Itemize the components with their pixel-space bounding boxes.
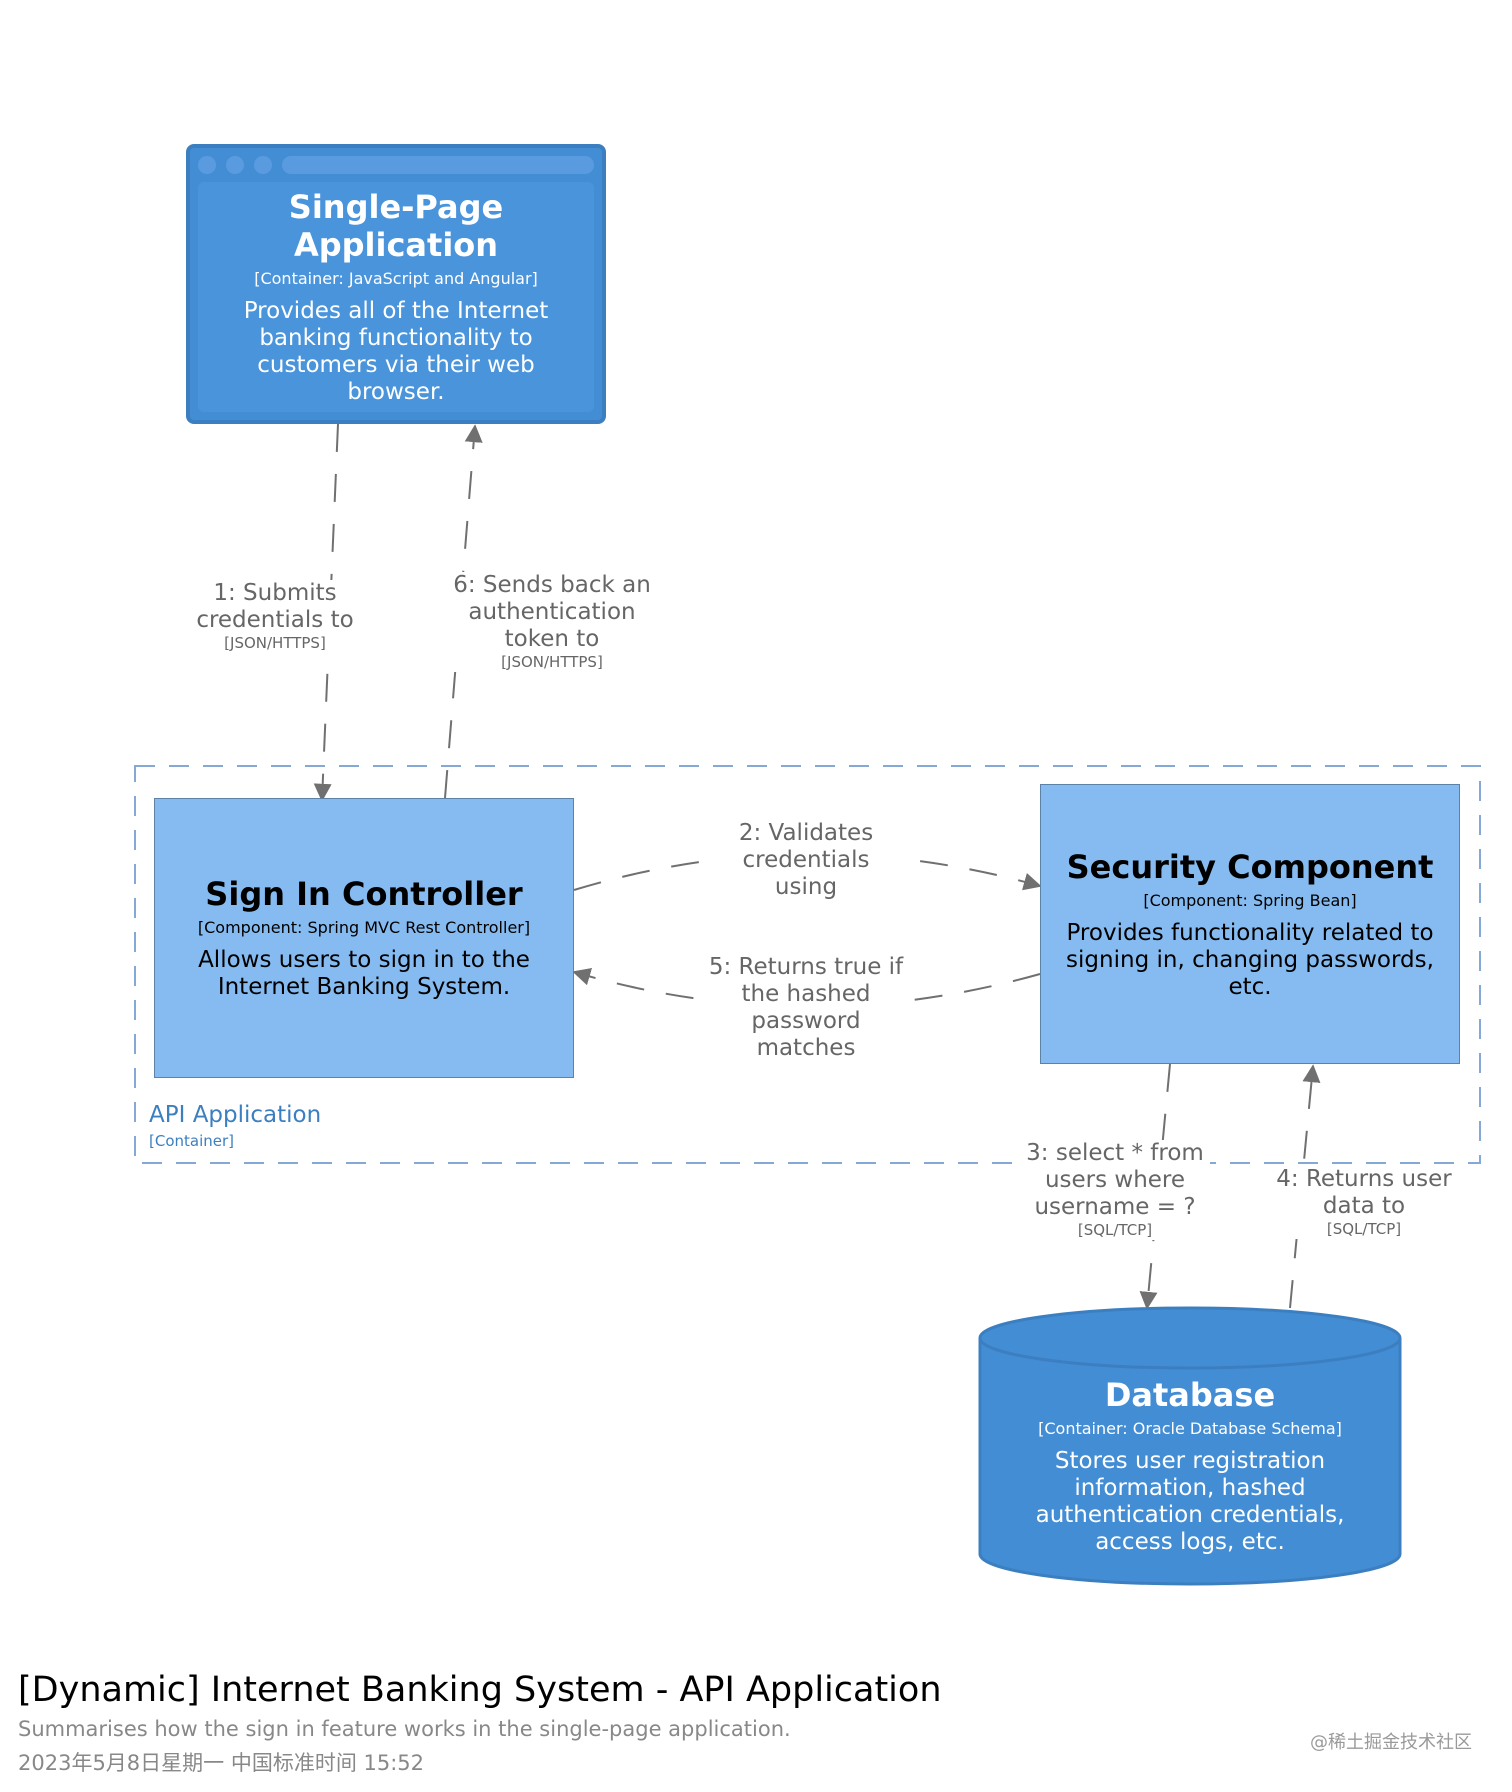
relation-4-text: 4: Returns user data to [1276, 1166, 1452, 1219]
boundary-type: [Container] [149, 1132, 235, 1150]
relation-3-tech: [SQL/TCP] [1077, 1221, 1153, 1239]
database-description: Stores user registration information, ha… [1035, 1448, 1345, 1555]
relation-3-text: 3: select * from users where username = … [1026, 1140, 1204, 1220]
watermark: @稀土掘金技术社区 [1310, 1732, 1472, 1753]
arrow-2-validates-credentials [573, 853, 1042, 891]
relation-label-1: 1: Submits credentials to [JSON/HTTPS] [180, 580, 370, 653]
signin-description: Allows users to sign in to the Internet … [198, 947, 530, 1000]
database: Database [Container: Oracle Database Sch… [992, 1376, 1388, 1556]
relation-1-tech: [JSON/HTTPS] [224, 634, 326, 652]
api-application-boundary [134, 765, 1481, 1164]
diagram-description: Summarises how the sign in feature works… [18, 1717, 791, 1741]
relation-5-text: 5: Returns true if the hashed password m… [708, 954, 904, 1061]
browser-address-bar [282, 156, 594, 174]
signin-tech: [Component: Spring MVC Rest Controller] [197, 918, 531, 937]
diagram-title: [Dynamic] Internet Banking System - API … [18, 1670, 942, 1710]
single-page-application-frame [186, 144, 606, 424]
security-description: Provides functionality related to signin… [1066, 919, 1434, 1000]
browser-content-area [198, 182, 594, 412]
relation-4-tech: [SQL/TCP] [1326, 1220, 1402, 1238]
arrow-1-submits-credentials [313, 423, 339, 802]
relation-label-4: 4: Returns user data to [SQL/TCP] [1276, 1166, 1452, 1239]
browser-dot-icon [226, 156, 244, 174]
browser-dot-icon [198, 156, 216, 174]
relation-label-5: 5: Returns true if the hashed password m… [708, 954, 904, 1062]
relation-6-tech: [JSON/HTTPS] [501, 653, 603, 671]
spa-description: Provides all of the Internet banking fun… [243, 298, 549, 405]
arrow-5-returns-true [572, 967, 1041, 1008]
signin-title: Sign In Controller [205, 875, 523, 913]
relation-6-text: 6: Sends back an authentication token to [453, 572, 651, 652]
arrow-6-sends-token [444, 424, 483, 799]
database-title: Database [1104, 1376, 1276, 1414]
single-page-application: Single-Page Application [Container: Java… [194, 178, 598, 416]
boundary-name: API Application [149, 1102, 322, 1128]
browser-dot-icon [254, 156, 272, 174]
database-cylinder [978, 1306, 1402, 1586]
security-title: Security Component [1066, 847, 1434, 886]
relation-1-text: 1: Submits credentials to [196, 580, 354, 633]
relation-label-3: 3: select * from users where username = … [1020, 1140, 1210, 1240]
spa-title: Single-Page Application [288, 188, 504, 264]
sign-in-controller: Sign In Controller [Component: Spring MV… [154, 798, 574, 1078]
security-tech: [Component: Spring Bean] [1143, 890, 1357, 910]
relation-label-2: 2: Validates credentials using [708, 820, 904, 901]
spa-tech: [Container: JavaScript and Angular] [254, 269, 538, 288]
database-tech: [Container: Oracle Database Schema] [1038, 1419, 1342, 1438]
relation-label-6: 6: Sends back an authentication token to… [452, 572, 652, 672]
security-component: Security Component [Component: Spring Be… [1040, 784, 1460, 1064]
relation-2-text: 2: Validates credentials using [738, 820, 874, 900]
diagram-date: 2023年5月8日星期一 中国标准时间 15:52 [18, 1751, 425, 1775]
